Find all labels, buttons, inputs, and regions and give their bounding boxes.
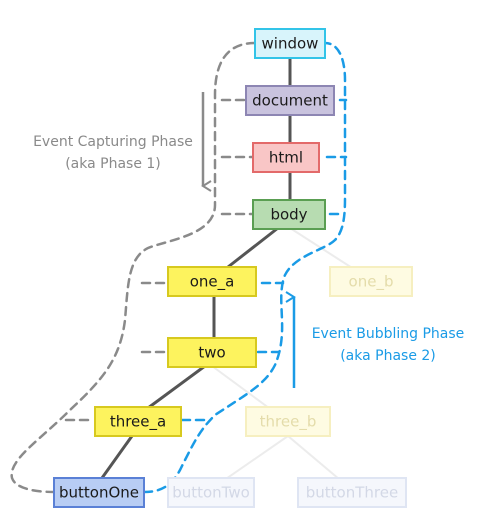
node-three_a-box <box>94 406 182 437</box>
node-document: document <box>245 85 335 116</box>
node-two-box <box>167 337 257 368</box>
node-one_a: one_a <box>167 266 257 297</box>
edge-two-three_a <box>147 364 206 410</box>
node-two: two <box>167 337 257 368</box>
edge-body-one_a <box>227 226 279 269</box>
node-window: window <box>254 28 326 59</box>
node-body: body <box>252 199 326 230</box>
node-window-label: window <box>262 35 319 53</box>
bubbling-dashed-line <box>142 41 347 494</box>
node-html-label: html <box>269 149 303 167</box>
node-one_a-box <box>167 266 257 297</box>
node-buttonTwo-box <box>167 477 255 508</box>
node-three_a: three_a <box>94 406 182 437</box>
node-one_b: one_b <box>329 266 413 297</box>
node-body-box <box>252 199 326 230</box>
node-buttonOne-label: buttonOne <box>59 484 139 502</box>
capturing-phase-subtitle: (aka Phase 1) <box>65 156 161 172</box>
node-buttonOne: buttonOne <box>53 477 145 508</box>
node-html: html <box>252 142 320 173</box>
node-three_b-box <box>245 406 331 437</box>
node-buttonOne-box <box>53 477 145 508</box>
node-buttonThree-label: buttonThree <box>306 484 398 502</box>
node-three_a-label: three_a <box>110 413 166 432</box>
capturing-path <box>10 41 257 494</box>
node-one_b-box <box>329 266 413 297</box>
edge-three_a-buttonOne <box>100 435 134 479</box>
capturing-dashed-line <box>10 41 257 494</box>
bubbling-path <box>142 41 348 494</box>
node-one_a-label: one_a <box>190 273 235 292</box>
node-buttonTwo: buttonTwo <box>167 477 255 508</box>
node-three_b-label: three_b <box>260 413 317 432</box>
node-buttonTwo-label: buttonTwo <box>172 484 250 502</box>
node-three_b: three_b <box>245 406 331 437</box>
capturing-label: Event Capturing Phase (aka Phase 1) <box>33 134 193 172</box>
capturing-phase-title: Event Capturing Phase <box>33 134 193 150</box>
node-buttonThree: buttonThree <box>297 477 407 508</box>
node-body-label: body <box>270 206 307 224</box>
node-one_b-label: one_b <box>349 273 394 292</box>
node-document-label: document <box>252 92 328 110</box>
node-html-box <box>252 142 320 173</box>
node-window-box <box>254 28 326 59</box>
bubbling-phase-title: Event Bubbling Phase <box>312 326 465 342</box>
tree-edges <box>100 58 292 479</box>
node-two-label: two <box>198 344 225 362</box>
node-buttonThree-box <box>297 477 407 508</box>
bubbling-label: Event Bubbling Phase (aka Phase 2) <box>312 326 465 364</box>
bubbling-phase-subtitle: (aka Phase 2) <box>340 348 436 364</box>
node-document-box <box>245 85 335 116</box>
